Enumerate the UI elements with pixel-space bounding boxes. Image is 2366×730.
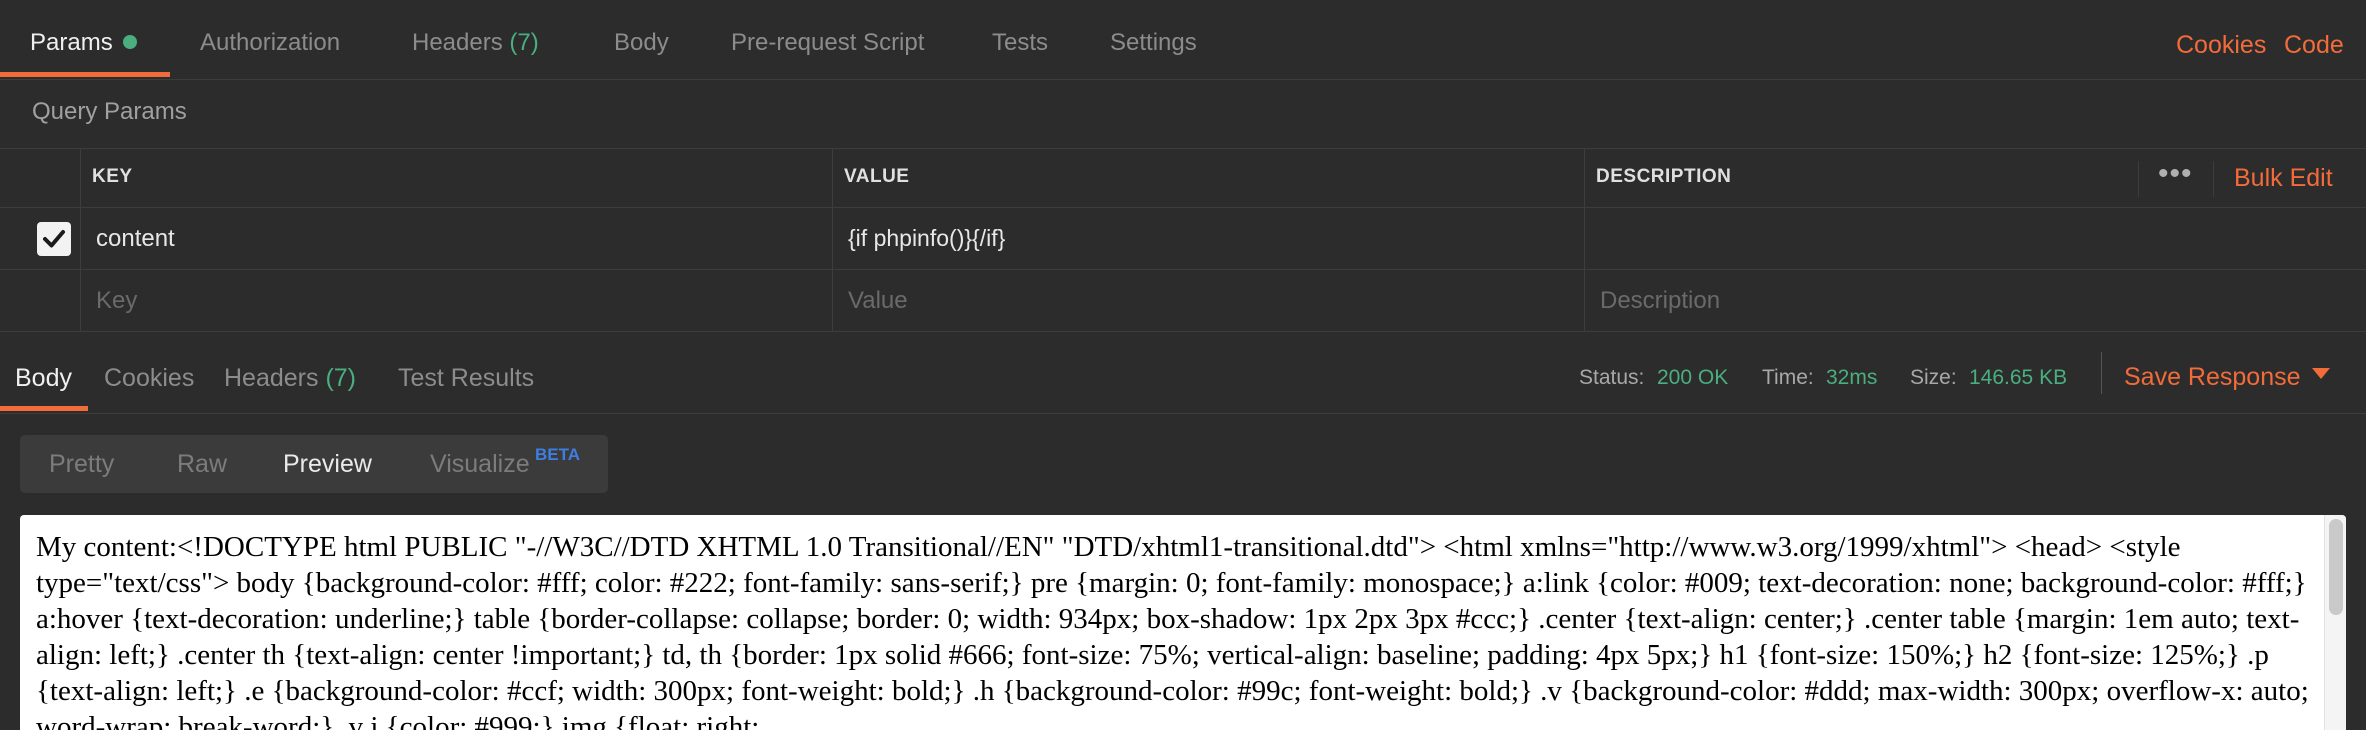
tab-params-label: Params: [30, 29, 113, 56]
column-header-description: DESCRIPTION: [1596, 166, 1732, 187]
query-params-title: Query Params: [32, 98, 187, 125]
status-label: Status:: [1579, 366, 1645, 389]
tab-body[interactable]: Body: [614, 29, 669, 56]
tab-headers[interactable]: Headers (7): [412, 0, 539, 80]
active-response-tab-indicator: [0, 406, 88, 411]
tab-response-headers-label: Headers: [224, 364, 319, 392]
chevron-down-icon[interactable]: [2312, 368, 2330, 379]
mode-visualize[interactable]: Visualize: [430, 435, 530, 493]
new-value-input[interactable]: Value: [848, 287, 908, 314]
tab-settings[interactable]: Settings: [1110, 29, 1197, 56]
status-divider: [2101, 352, 2102, 394]
param-enabled-checkbox[interactable]: [37, 222, 71, 256]
status-value: 200 OK: [1657, 366, 1729, 389]
new-description-input[interactable]: Description: [1600, 287, 1721, 314]
column-header-value: VALUE: [844, 166, 910, 187]
size-value: 146.65 KB: [1969, 366, 2068, 389]
param-key-cell[interactable]: content: [96, 225, 175, 252]
param-value-cell[interactable]: {if phpinfo()}{/if}: [848, 225, 1006, 251]
scrollbar-track[interactable]: [2324, 515, 2346, 730]
size-label: Size:: [1910, 366, 1957, 389]
table-row-new: Key Value Description: [0, 270, 2366, 332]
mode-raw[interactable]: Raw: [177, 450, 228, 478]
code-link[interactable]: Code: [2284, 31, 2344, 59]
query-params-table: KEY VALUE DESCRIPTION ••• Bulk Edit cont…: [0, 148, 2366, 332]
new-key-input[interactable]: Key: [96, 287, 138, 314]
response-preview[interactable]: My content:<!DOCTYPE html PUBLIC "-//W3C…: [20, 515, 2346, 730]
time-value: 32ms: [1826, 366, 1878, 389]
mode-visualize-label: Visualize: [430, 450, 530, 478]
time-label: Time:: [1762, 366, 1814, 389]
tab-response-headers[interactable]: Headers (7): [224, 332, 356, 414]
tab-params[interactable]: Params: [30, 0, 137, 80]
table-header-row: KEY VALUE DESCRIPTION ••• Bulk Edit: [0, 149, 2366, 208]
response-tabs: Body Cookies Headers (7) Test Results St…: [0, 332, 2366, 414]
tab-tests[interactable]: Tests: [992, 29, 1049, 56]
checkmark-icon: [43, 230, 65, 248]
tab-test-results[interactable]: Test Results: [398, 364, 535, 392]
more-options-icon[interactable]: •••: [2158, 157, 2193, 190]
tab-prerequest-script[interactable]: Pre-request Script: [731, 29, 925, 56]
tab-response-cookies[interactable]: Cookies: [104, 364, 195, 392]
mode-pretty[interactable]: Pretty: [49, 450, 115, 478]
header-divider: [2213, 161, 2214, 197]
save-response-button[interactable]: Save Response: [2124, 363, 2301, 391]
response-view-modes: Pretty Raw Preview Visualize BETA: [20, 435, 608, 493]
beta-badge: BETA: [535, 445, 581, 464]
tab-headers-label: Headers: [412, 29, 503, 56]
request-tabs: Params Authorization Headers (7) Body Pr…: [0, 0, 2366, 80]
table-row: content {if phpinfo()}{/if}: [0, 208, 2366, 270]
params-indicator-dot: [122, 35, 137, 49]
scrollbar-thumb[interactable]: [2329, 519, 2343, 615]
tab-authorization[interactable]: Authorization: [200, 29, 341, 56]
tab-response-headers-count: (7): [325, 364, 357, 392]
column-divider: [832, 149, 833, 332]
header-divider: [2138, 161, 2139, 197]
preview-content: My content:<!DOCTYPE html PUBLIC "-//W3C…: [36, 531, 2309, 730]
tab-headers-count: (7): [509, 29, 539, 56]
tab-response-body[interactable]: Body: [15, 364, 72, 392]
active-tab-indicator: [0, 72, 170, 77]
column-divider: [1584, 149, 1585, 332]
column-header-key: KEY: [92, 166, 133, 187]
mode-preview[interactable]: Preview: [283, 450, 372, 478]
cookies-link[interactable]: Cookies: [2176, 31, 2267, 59]
bulk-edit-button[interactable]: Bulk Edit: [2234, 164, 2333, 192]
column-divider: [80, 149, 81, 332]
